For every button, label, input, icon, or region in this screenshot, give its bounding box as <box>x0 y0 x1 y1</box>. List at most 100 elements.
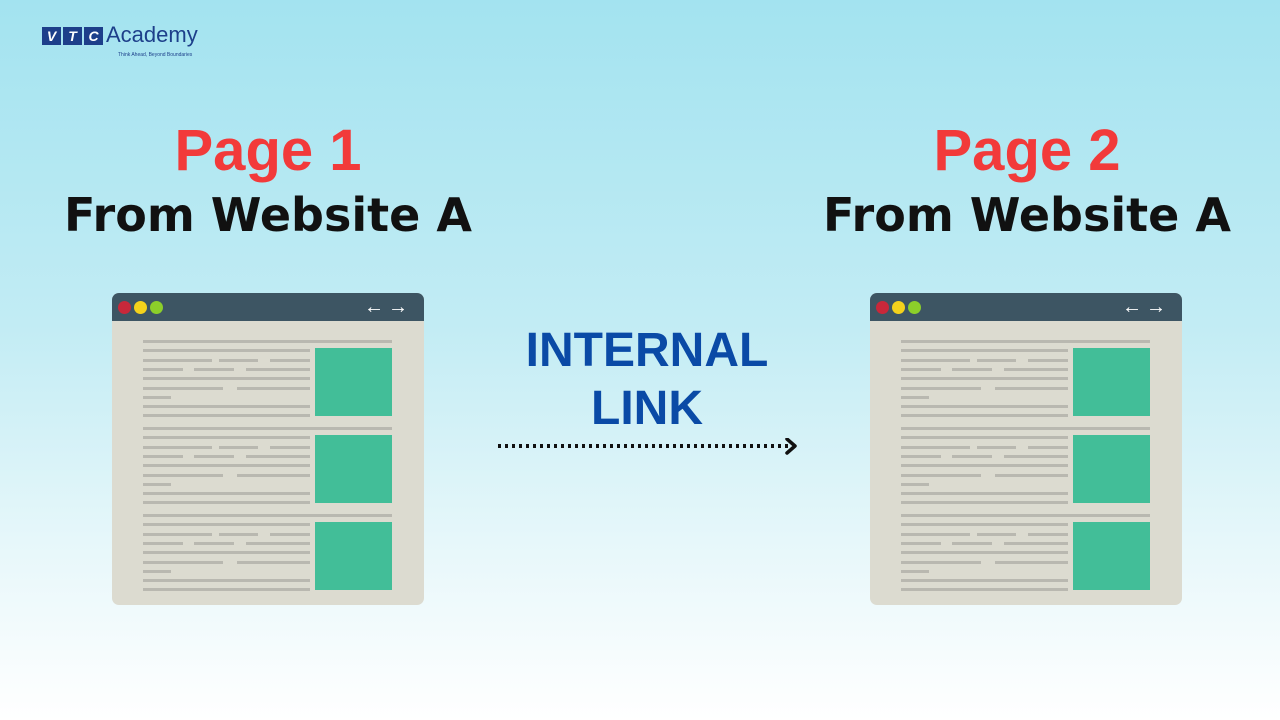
logo-letter: C <box>84 27 103 45</box>
text-line <box>901 523 1068 527</box>
page2-heading: Page 2 From Website A <box>777 118 1277 242</box>
text-line <box>995 560 1068 564</box>
image-placeholder <box>315 435 392 503</box>
text-line <box>246 454 310 458</box>
text-line <box>143 579 310 583</box>
text-line <box>1028 445 1068 449</box>
text-line <box>1028 358 1068 362</box>
text-line <box>143 464 310 468</box>
internal-link-label: INTERNAL LINK <box>447 322 847 438</box>
image-placeholder <box>1073 435 1150 503</box>
text-line <box>901 377 1068 381</box>
minimize-dot-icon <box>134 301 147 314</box>
page1-heading: Page 1 From Website A <box>18 118 518 242</box>
text-line <box>143 532 212 536</box>
text-line <box>143 340 392 343</box>
text-line <box>995 473 1068 477</box>
text-line <box>901 395 929 399</box>
text-line <box>143 367 183 371</box>
image-placeholder <box>315 348 392 416</box>
text-line <box>901 532 970 536</box>
text-line <box>143 349 310 353</box>
text-line <box>219 445 258 449</box>
text-line <box>901 436 1068 440</box>
text-line <box>952 367 992 371</box>
page1-title: Page 1 <box>174 118 362 183</box>
text-line <box>270 358 310 362</box>
page1-subtitle: From Website A <box>64 188 472 242</box>
text-line <box>901 482 929 486</box>
text-line <box>143 445 212 449</box>
text-line <box>901 445 970 449</box>
dotted-arrow-icon <box>498 438 797 455</box>
text-line <box>901 473 981 477</box>
text-line <box>237 386 310 390</box>
text-line <box>977 532 1016 536</box>
text-line <box>901 514 1150 517</box>
maximize-dot-icon <box>150 301 163 314</box>
text-line <box>270 532 310 536</box>
text-line <box>901 579 1068 583</box>
text-line <box>995 386 1068 390</box>
text-line <box>901 414 1068 418</box>
text-line <box>143 377 310 381</box>
text-line <box>143 523 310 527</box>
text-line <box>901 501 1068 505</box>
text-line <box>901 541 941 545</box>
text-line <box>237 560 310 564</box>
text-line <box>143 482 171 486</box>
text-line <box>143 405 310 409</box>
page2-subtitle: From Website A <box>823 188 1231 242</box>
text-line <box>143 501 310 505</box>
text-line <box>270 445 310 449</box>
text-line <box>194 454 234 458</box>
image-placeholder <box>315 522 392 590</box>
logo-word: Academy <box>106 22 198 47</box>
text-line <box>901 367 941 371</box>
text-line <box>143 473 223 477</box>
text-line <box>901 454 941 458</box>
page2-title: Page 2 <box>933 118 1121 183</box>
minimize-dot-icon <box>892 301 905 314</box>
logo-letter: T <box>63 27 82 45</box>
close-dot-icon <box>876 301 889 314</box>
text-line <box>977 358 1016 362</box>
logo-tagline: Think Ahead, Beyond Boundaries <box>118 52 193 58</box>
text-line <box>1004 454 1068 458</box>
title-bar: ←→ <box>112 293 424 321</box>
logo-letter: V <box>42 27 61 45</box>
close-dot-icon <box>118 301 131 314</box>
text-line <box>901 386 981 390</box>
text-line <box>143 436 310 440</box>
browser-window-page2: ←→ <box>870 293 1182 605</box>
text-line <box>143 541 183 545</box>
text-line <box>901 588 1068 592</box>
text-line <box>143 358 212 362</box>
text-line <box>901 358 970 362</box>
text-line <box>1004 541 1068 545</box>
text-line <box>219 358 258 362</box>
text-line <box>143 514 392 517</box>
text-line <box>143 395 171 399</box>
internal-text: INTERNAL <box>525 324 769 377</box>
text-line <box>901 405 1068 409</box>
text-line <box>143 560 223 564</box>
text-line <box>194 367 234 371</box>
text-line <box>143 386 223 390</box>
text-line <box>901 349 1068 353</box>
maximize-dot-icon <box>908 301 921 314</box>
text-line <box>952 541 992 545</box>
image-placeholder <box>1073 522 1150 590</box>
text-line <box>246 541 310 545</box>
text-line <box>977 445 1016 449</box>
title-bar: ←→ <box>870 293 1182 321</box>
text-line <box>1028 532 1068 536</box>
text-line <box>194 541 234 545</box>
text-line <box>901 464 1068 468</box>
browser-window-page1: ←→ <box>112 293 424 605</box>
text-line <box>901 569 929 573</box>
text-line <box>901 551 1068 555</box>
text-line <box>143 427 392 430</box>
text-line <box>1004 367 1068 371</box>
text-line <box>219 532 258 536</box>
